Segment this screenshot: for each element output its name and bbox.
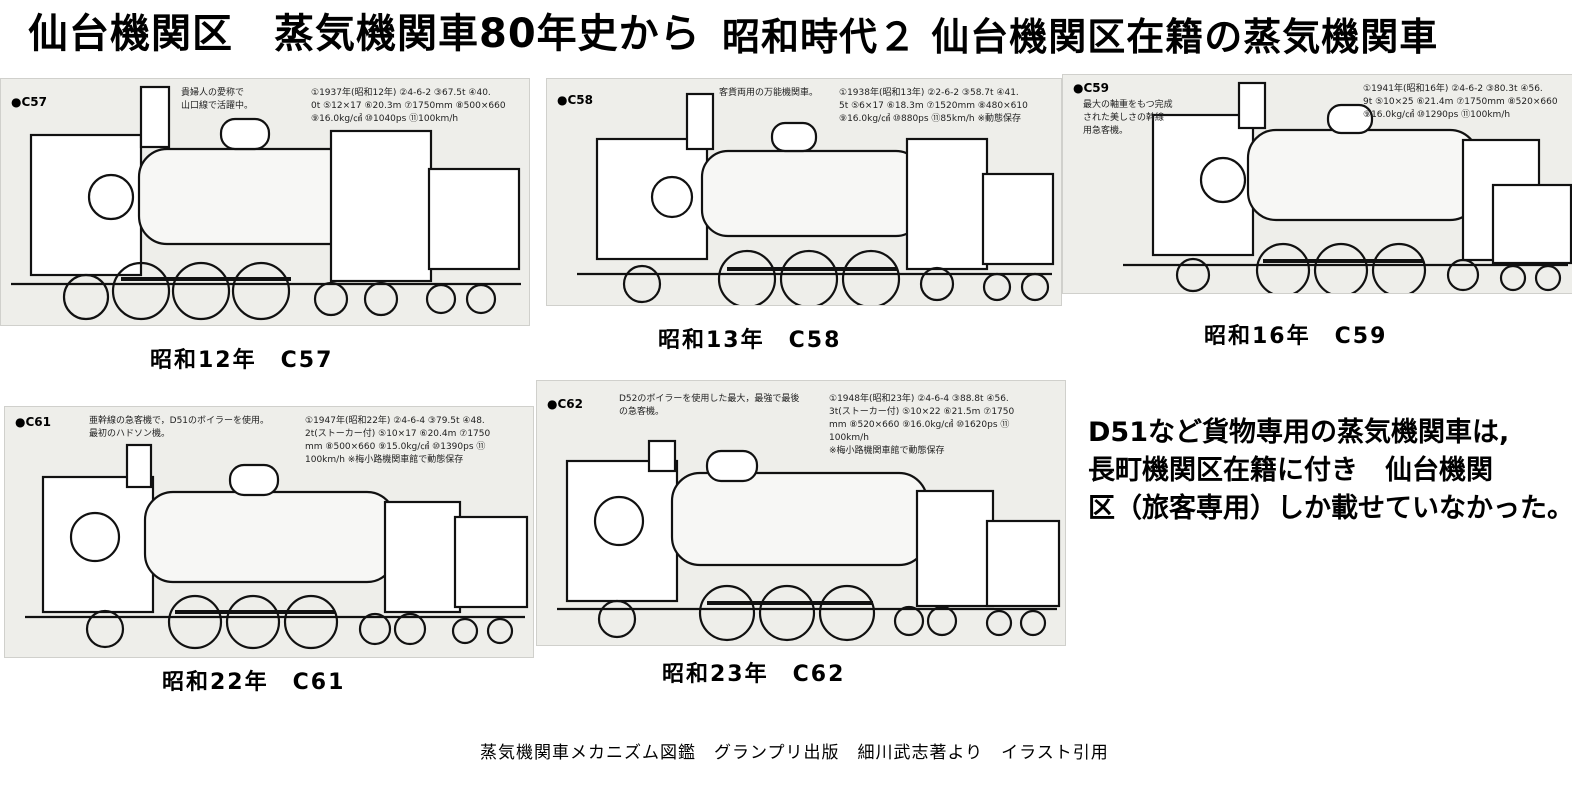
loco-label: ●C62 [547, 397, 583, 411]
loco-specs: ①1948年(昭和23年) ②4-6-4 ③88.8t ④56. 3t(ストーカ… [829, 394, 1015, 456]
loco-specs: ①1941年(昭和16年) ②4-6-2 ③80.3t ④56. 9t ⑤10×… [1363, 84, 1558, 120]
loco-label: ●C59 [1073, 81, 1109, 95]
freight-note: D51など貨物専用の蒸気機関車は, 長町機関区在籍に付き 仙台機関 区（旅客専用… [1088, 414, 1572, 528]
c62-illustration [557, 439, 1061, 642]
loco-description: D52のボイラーを使用した最大，最強で最後 の急客機。 [619, 394, 800, 417]
loco-description: 亜幹線の急客機で，D51のボイラーを使用。 最初のハドソン機。 [89, 416, 270, 439]
loco-label: ●C58 [557, 93, 593, 107]
note-line: 長町機関区在籍に付き 仙台機関 [1088, 455, 1493, 486]
note-line: 区（旅客専用）しか載せていなかった。 [1088, 493, 1572, 524]
source-credit: 蒸気機関車メカニズム図鑑 グランプリ出版 細川武志著より イラスト引用 [480, 743, 1109, 763]
loco-caption-c58: 昭和13年 C58 [658, 328, 842, 353]
loco-description: 客貨両用の万能機関車。 [719, 88, 819, 98]
page-subtitle: 昭和時代２ 仙台機関区在籍の蒸気機関車 [722, 15, 1439, 59]
loco-panel-c57: ●C57 貴婦人の愛称で 山口線で活躍中。 ①1937年(昭和12年) ②4-6… [0, 78, 530, 326]
loco-caption-c59: 昭和16年 C59 [1204, 324, 1388, 349]
loco-specs: ①1938年(昭和13年) ②2-6-2 ③58.7t ④41. 5t ⑤6×1… [839, 88, 1028, 124]
loco-description: 最大の軸重をもつ完成 された美しさの幹線 用急客機。 [1083, 100, 1173, 136]
loco-description: 貴婦人の愛称で 山口線で活躍中。 [181, 88, 254, 111]
loco-specs: ①1947年(昭和22年) ②4-6-4 ③79.5t ④48. 2t(ストーカ… [305, 416, 491, 465]
loco-panel-c61: ●C61 亜幹線の急客機で，D51のボイラーを使用。 最初のハドソン機。 ①19… [4, 406, 534, 658]
loco-label: ●C61 [15, 415, 51, 429]
note-line: D51など貨物専用の蒸気機関車は, [1088, 417, 1510, 448]
loco-caption-c62: 昭和23年 C62 [662, 662, 846, 687]
c59-illustration [1123, 81, 1572, 293]
loco-label: ●C57 [11, 95, 47, 109]
loco-panel-c58: ●C58 客貨両用の万能機関車。 ①1938年(昭和13年) ②2-6-2 ③5… [546, 78, 1062, 306]
c57-illustration [11, 85, 521, 321]
loco-caption-c61: 昭和22年 C61 [162, 670, 346, 695]
loco-specs: ①1937年(昭和12年) ②4-6-2 ③67.5t ④40. 0t ⑤12×… [311, 88, 506, 124]
page-title: 仙台機関区 蒸気機関車80年史から [28, 11, 701, 57]
loco-panel-c62: ●C62 D52のボイラーを使用した最大，最強で最後 の急客機。 ①1948年(… [536, 380, 1066, 646]
c61-illustration [25, 443, 529, 650]
loco-panel-c59: ●C59 最大の軸重をもつ完成 された美しさの幹線 用急客機。 ①1941年(昭… [1062, 74, 1572, 294]
loco-caption-c57: 昭和12年 C57 [150, 348, 334, 373]
c58-illustration [577, 92, 1055, 305]
